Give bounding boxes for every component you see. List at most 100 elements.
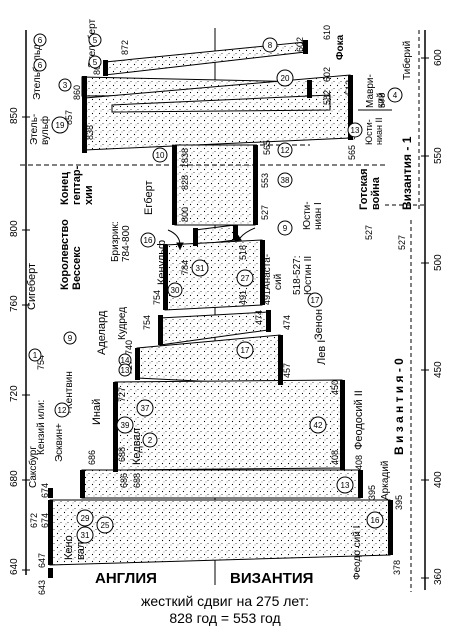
year-label: 408	[354, 455, 364, 470]
label-wessex: КоролевствоВессекс	[59, 219, 83, 290]
year-label: 872	[120, 40, 130, 55]
count-circle: 42	[309, 416, 327, 434]
count-circle: 16	[140, 232, 156, 248]
year-label: 602	[295, 37, 305, 52]
count-circle: 9	[63, 331, 77, 345]
left-tick: 800	[9, 220, 20, 237]
byz-1-band-label: Византия - 1	[400, 136, 414, 210]
year-label: 527	[260, 205, 270, 220]
right-tick: 450	[433, 361, 444, 378]
count-circle: 12	[54, 402, 70, 418]
count-circle: 17	[307, 292, 323, 308]
year-label: 754	[142, 315, 152, 330]
label-mauric: Маври-кий	[365, 74, 387, 108]
count-circle: 6	[33, 58, 47, 72]
arrows	[167, 227, 256, 251]
year-label: 686	[87, 450, 97, 465]
svg-text:1: 1	[33, 351, 38, 360]
count-circle: 29	[76, 509, 94, 527]
svg-text:4: 4	[393, 91, 398, 100]
count-circle: 2	[142, 432, 158, 448]
count-circle: 17	[236, 341, 254, 359]
label-kenwine: +Кентвин	[64, 371, 75, 415]
svg-text:19: 19	[56, 121, 65, 130]
year-label: 491	[262, 290, 272, 305]
count-circle: 13	[347, 122, 363, 138]
right-time-axis: 360 400 450 500 550 600	[421, 30, 444, 590]
left-time-axis: 640 680 720 760 800 850	[9, 30, 30, 575]
year-label: 754	[152, 290, 162, 305]
byz-0-band-label: В и з а н т и я - 0	[392, 358, 406, 455]
svg-text:3: 3	[63, 81, 68, 90]
count-circle: 16	[366, 511, 384, 529]
svg-text:25: 25	[101, 521, 110, 530]
year-label: 1838	[180, 148, 190, 168]
year-label: 491	[238, 290, 248, 305]
year-label: 578	[377, 93, 387, 108]
svg-text:8: 8	[268, 41, 273, 50]
label-theodosius2: Феодосий II	[353, 390, 365, 450]
svg-text:29: 29	[81, 514, 90, 523]
svg-text:12: 12	[281, 146, 290, 155]
label-anastasius: Анаста-сий	[262, 254, 284, 290]
label-tiberius: Тиберий	[401, 41, 413, 80]
year-label: 754	[36, 355, 46, 370]
year-label: 582	[322, 90, 332, 105]
year-label: 740	[124, 340, 134, 355]
left-tick: 850	[9, 107, 20, 124]
label-gothic-war: Готскаявойна	[358, 168, 382, 210]
block-cross-b	[111, 94, 331, 113]
svg-text:6: 6	[38, 36, 43, 45]
year-label: 674	[40, 483, 50, 498]
year-label: 518	[238, 245, 248, 260]
svg-text:38: 38	[281, 176, 290, 185]
year-label: 395	[394, 495, 404, 510]
svg-text:31: 31	[196, 264, 205, 273]
count-circle: 5	[88, 55, 102, 69]
year-label: 378	[392, 560, 402, 575]
year-label: 395	[367, 485, 377, 500]
year-label: 672	[29, 513, 39, 528]
year-label: 727	[117, 387, 127, 402]
reign-bars	[48, 40, 393, 578]
year-label: 784	[180, 260, 190, 275]
count-circle: 10	[152, 147, 168, 163]
year-label: 800	[180, 207, 190, 222]
year-label: 610	[322, 25, 332, 40]
year-label: 527	[364, 225, 374, 240]
count-circle: 19	[51, 116, 69, 134]
left-tick: 680	[9, 470, 20, 487]
label-arcadius: Аркадий	[380, 461, 391, 500]
year-label: 408	[330, 450, 340, 465]
label-end-heptarchy: Конецгептар-хии	[59, 165, 95, 205]
year-label: 828	[180, 175, 190, 190]
svg-text:2: 2	[148, 436, 153, 445]
count-circle: 13	[336, 476, 354, 494]
label-ethelwulf: Этель-вульф	[29, 114, 51, 145]
header-england: АНГЛИЯ	[95, 570, 157, 587]
label-adelard: Аделард	[96, 310, 108, 355]
label-justinian1: Юсти-ниан I	[302, 201, 324, 230]
circled-counts: 6 5 6 5 8 3 20 19 4 13 10 12 38 16 9 27 …	[28, 33, 403, 544]
year-label: 553	[260, 173, 270, 188]
year-label: 474	[282, 315, 292, 330]
svg-text:6: 6	[38, 61, 43, 70]
year-label: 565	[262, 140, 272, 155]
svg-text:12: 12	[58, 406, 67, 415]
label-zeno: Зенон	[313, 309, 325, 340]
svg-text:30: 30	[171, 286, 180, 295]
left-tick: 720	[9, 385, 20, 402]
year-label: 474	[254, 310, 264, 325]
year-label: 512	[344, 80, 354, 95]
year-label: 450	[330, 380, 340, 395]
count-circle: 5	[88, 33, 102, 47]
count-circle: 20	[276, 69, 294, 87]
svg-text:9: 9	[68, 334, 73, 343]
year-label: 688	[117, 447, 127, 462]
svg-text:20: 20	[281, 74, 290, 83]
label-esquin: Эсквин+	[54, 423, 65, 462]
year-label: 643	[37, 580, 47, 595]
svg-text:37: 37	[141, 404, 150, 413]
count-circle: 1	[28, 348, 42, 362]
